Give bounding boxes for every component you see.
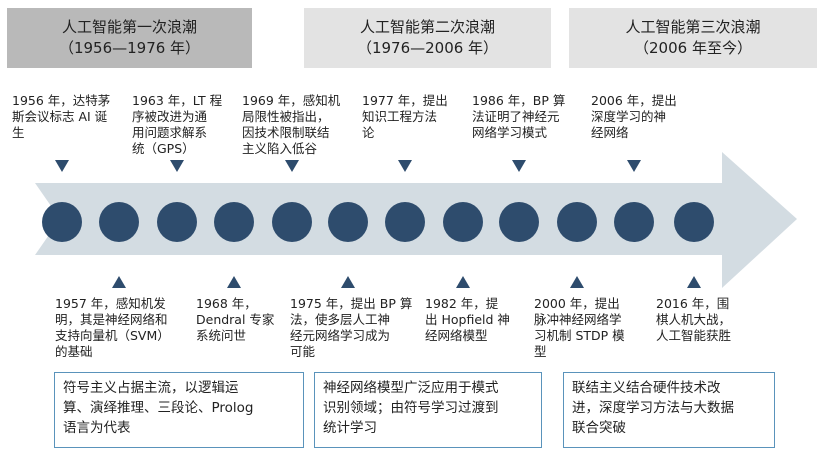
event-1957: 1957 年，感知机发 明，其是神经网络和 支持向量机（SVM） 的基础 — [55, 296, 170, 359]
marker-top-4 — [398, 160, 412, 172]
summary-wave-2: 神经网络模型广泛应用于模式 识别领域；由符号学习过渡到 统计学习 — [314, 372, 542, 448]
marker-top-1 — [55, 160, 69, 172]
marker-bottom-3 — [341, 276, 355, 288]
marker-bottom-1 — [112, 276, 126, 288]
marker-top-3 — [285, 160, 299, 172]
event-2006: 2006 年，提出 深度学习的神 经网络 — [591, 93, 677, 140]
timeline-node-2 — [99, 202, 139, 242]
event-1986: 1986 年，BP 算 法证明了神经元 网络学习模式 — [472, 93, 566, 140]
timeline-node-7 — [385, 202, 425, 242]
timeline-node-6 — [328, 202, 368, 242]
wave-1-title: 人工智能第一次浪潮 — [61, 18, 197, 36]
wave-1-period: （1956—1976 年） — [58, 39, 201, 57]
timeline-node-3 — [157, 202, 197, 242]
event-1977: 1977 年，提出 知识工程方法 论 — [362, 93, 448, 140]
wave-3-header: 人工智能第三次浪潮 （2006 年至今） — [569, 8, 817, 68]
marker-top-2 — [170, 160, 184, 172]
event-1956: 1956 年，达特茅 斯会议标志 AI 诞 生 — [12, 93, 111, 140]
wave-3-period: （2006 年至今） — [634, 39, 752, 57]
event-1968: 1968 年， Dendral 专家 系统问世 — [196, 296, 275, 343]
event-1975: 1975 年，提出 BP 算 法，使多层人工神 经元网络学习成为 可能 — [290, 296, 413, 359]
wave-2-title: 人工智能第二次浪潮 — [359, 18, 495, 36]
timeline-node-10 — [557, 202, 597, 242]
event-1963: 1963 年，LT 程 序被改进为通 用问题求解系 统（GPS） — [132, 93, 223, 156]
timeline-node-5 — [272, 202, 312, 242]
marker-bottom-4 — [456, 276, 470, 288]
wave-2-header: 人工智能第二次浪潮 （1976—2006 年） — [304, 8, 551, 68]
timeline-node-8 — [443, 202, 483, 242]
timeline-node-11 — [614, 202, 654, 242]
event-2000: 2000 年，提出 脉冲神经网络学 习机制 STDP 模 型 — [534, 296, 625, 359]
timeline-node-4 — [214, 202, 254, 242]
timeline-node-1 — [42, 202, 82, 242]
marker-bottom-6 — [687, 276, 701, 288]
wave-2-period: （1976—2006 年） — [356, 39, 499, 57]
marker-top-6 — [627, 160, 641, 172]
marker-bottom-2 — [227, 276, 241, 288]
event-1969: 1969 年，感知机 局限性被指出， 因技术限制联结 主义陷入低谷 — [242, 93, 341, 156]
marker-bottom-5 — [570, 276, 584, 288]
timeline-node-9 — [499, 202, 539, 242]
marker-top-5 — [512, 160, 526, 172]
timeline-node-12 — [674, 202, 714, 242]
event-2016: 2016 年，围 棋人机大战， 人工智能获胜 — [656, 296, 732, 343]
event-1982: 1982 年，提 出 Hopfield 神 经网络模型 — [425, 296, 510, 343]
wave-3-title: 人工智能第三次浪潮 — [625, 18, 761, 36]
summary-wave-1: 符号主义占据主流，以逻辑运 算、演绎推理、三段论、Prolog 语言为代表 — [54, 372, 304, 448]
wave-1-header: 人工智能第一次浪潮 （1956—1976 年） — [7, 8, 252, 68]
summary-wave-3: 联结主义结合硬件技术改 进，深度学习方法与大数据 联合突破 — [563, 372, 775, 448]
